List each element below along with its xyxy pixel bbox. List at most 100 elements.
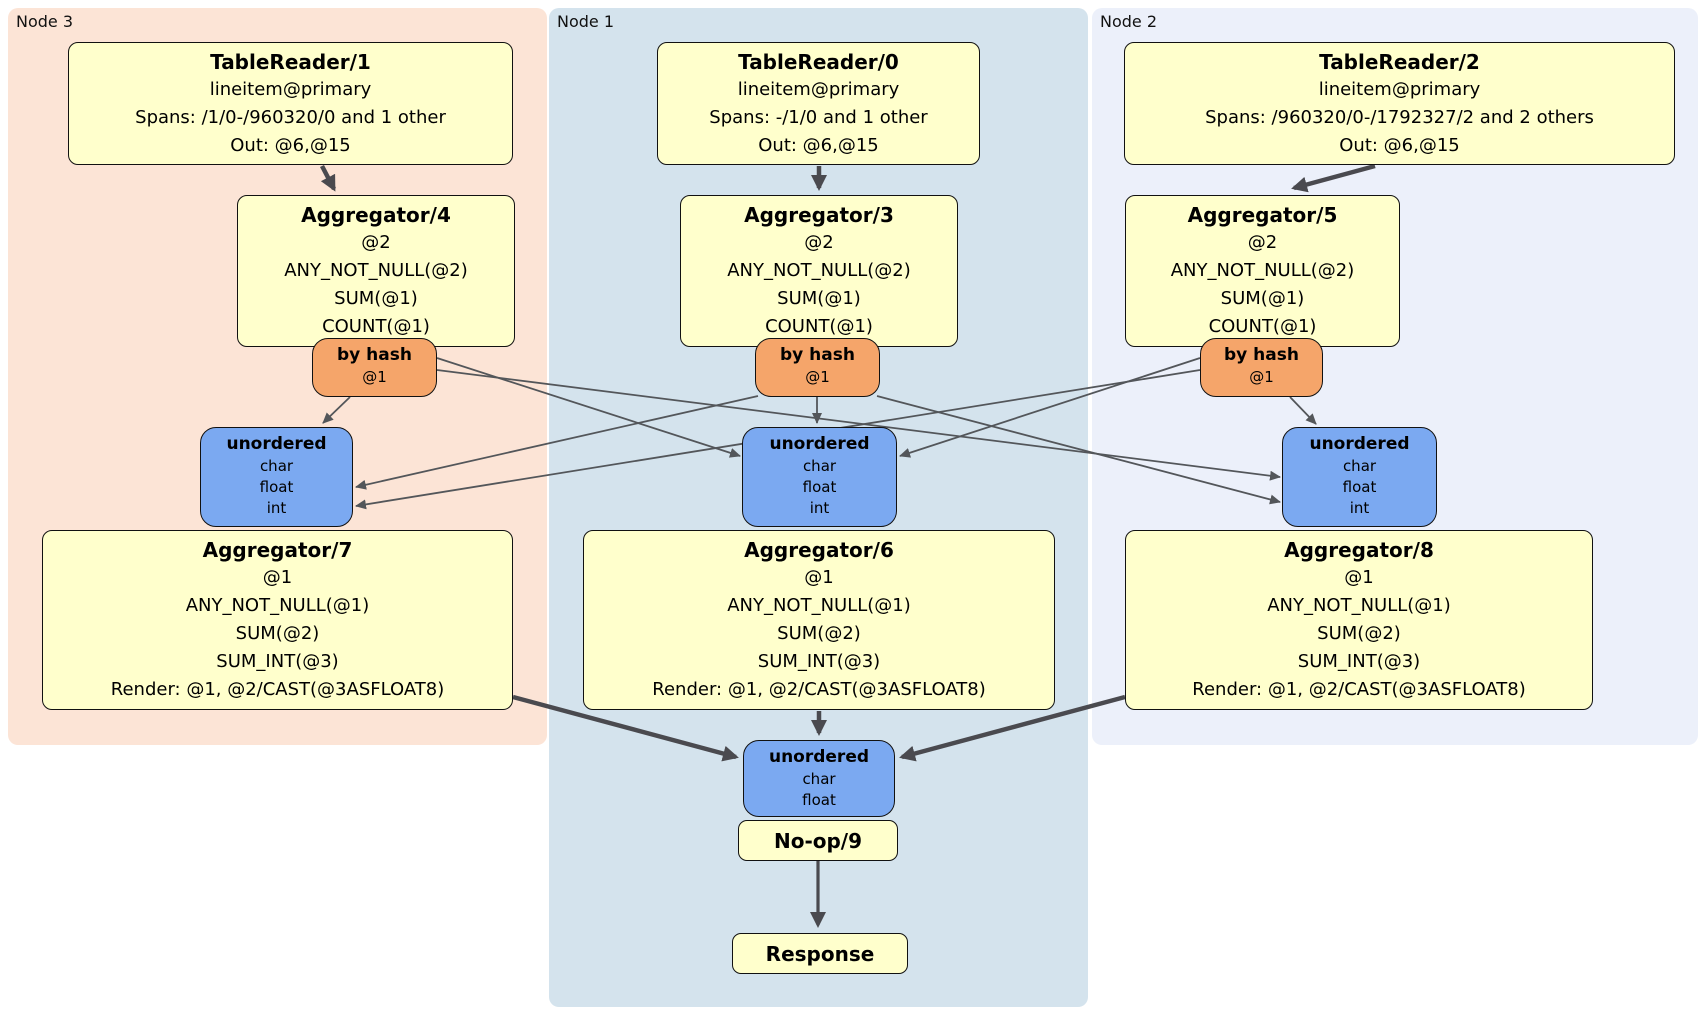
merge-title: unordered [1309,434,1410,454]
operator-detail: ANY_NOT_NULL(@1) [727,595,911,616]
aggregator-6-box: Aggregator/6 @1 ANY_NOT_NULL(@1) SUM(@2)… [583,530,1055,710]
operator-detail: SUM(@1) [334,288,418,309]
router-title: by hash [1224,345,1299,365]
operator-detail: @1 [1344,567,1374,588]
operator-detail: @2 [804,232,834,253]
operator-detail: ANY_NOT_NULL(@1) [185,595,370,616]
merge-column: float [259,478,294,496]
operator-detail: @1 [262,567,293,588]
noop-box: No-op/9 [738,820,898,861]
aggregator-7-box: Aggregator/7 @1 ANY_NOT_NULL(@1) SUM(@2)… [42,530,513,710]
operator-title: TableReader/1 [210,50,371,74]
aggregator-4-box: Aggregator/4 @2 ANY_NOT_NULL(@2) SUM(@1)… [237,195,515,347]
response-box: Response [732,933,908,974]
merge-column: float [802,478,837,496]
router-title: by hash [780,345,855,365]
operator-detail: Render: @1, @2/CAST(@3ASFLOAT8) [110,679,445,700]
merge-title: unordered [769,434,870,454]
operator-detail: SUM_INT(@3) [757,651,881,672]
edge-agg8-merge [899,694,1126,762]
edge-hash3-merge2 [436,369,1281,481]
router-detail: @1 [805,368,830,386]
router-title: by hash [337,345,412,365]
operator-detail: SUM(@1) [777,288,861,309]
edge-tr1-agg4 [320,164,336,192]
operator-detail: Spans: /960320/0-/1792327/2 and 2 others [1205,107,1594,128]
hash-router-node1: by hash @1 [755,338,880,397]
merge-title: unordered [768,747,870,767]
merge-column: char [802,457,837,475]
operator-title: TableReader/2 [1319,50,1480,74]
edge-hash2-merge1 [899,357,1201,458]
operator-detail: Render: @1, @2/CAST(@3ASFLOAT8) [652,679,986,700]
table-reader-0-box: TableReader/0 lineitem@primary Spans: -/… [657,42,980,165]
hash-router-node2: by hash @1 [1200,338,1323,397]
operator-detail: @2 [361,232,391,253]
operator-detail: Render: @1, @2/CAST(@3ASFLOAT8) [1192,679,1526,700]
operator-detail: ANY_NOT_NULL(@2) [727,260,911,281]
operator-detail: @2 [1247,232,1278,253]
edge-hash2-merge2 [1289,396,1317,425]
operator-title: Aggregator/8 [1284,538,1434,562]
operator-title: Aggregator/5 [1187,203,1338,227]
merge-node1: unordered char float int [742,427,897,527]
operator-detail: SUM(@2) [777,623,861,644]
edge-hash1-merge2 [876,395,1281,505]
operator-detail: COUNT(@1) [765,316,873,337]
operator-detail: Out: @6,@15 [230,135,351,156]
operator-title: No-op/9 [773,828,863,853]
operator-detail: lineitem@primary [209,79,372,100]
aggregator-5-box: Aggregator/5 @2 ANY_NOT_NULL(@2) SUM(@1)… [1125,195,1400,347]
operator-title: TableReader/0 [738,50,899,74]
operator-detail: @1 [804,567,834,588]
operator-detail: Spans: -/1/0 and 1 other [709,107,928,128]
edge-agg7-merge [512,694,739,762]
merge-column: float [1342,478,1377,496]
aggregator-3-box: Aggregator/3 @2 ANY_NOT_NULL(@2) SUM(@1)… [680,195,958,347]
operator-detail: lineitem@primary [737,79,900,100]
operator-title: Aggregator/3 [744,203,894,227]
edge-hash3-merge1 [436,357,741,458]
operator-detail: ANY_NOT_NULL(@1) [1267,595,1451,616]
merge-column: int [809,499,830,517]
router-detail: @1 [362,368,387,386]
merge-column: int [266,499,287,517]
edge-tr2-agg5 [1291,163,1376,193]
operator-title: Aggregator/4 [301,203,451,227]
edge-hash3-merge3 [322,396,351,424]
merge-column: char [802,770,836,788]
node3-label: Node 3 [16,12,74,31]
hash-router-node3: by hash @1 [312,338,437,397]
merge-column: char [1342,457,1377,475]
merge-column: float [802,791,836,809]
node2-label: Node 2 [1100,12,1158,31]
table-reader-2-box: TableReader/2 lineitem@primary Spans: /9… [1124,42,1675,165]
operator-detail: ANY_NOT_NULL(@2) [284,260,468,281]
operator-title: Aggregator/7 [202,538,353,562]
table-reader-1-box: TableReader/1 lineitem@primary Spans: /1… [68,42,513,165]
operator-detail: SUM_INT(@3) [216,651,339,672]
aggregator-8-box: Aggregator/8 @1 ANY_NOT_NULL(@1) SUM(@2)… [1125,530,1593,710]
final-merge: unordered char float [743,740,895,817]
router-detail: @1 [1249,368,1274,386]
operator-title: Aggregator/6 [744,538,894,562]
operator-title: Response [765,941,875,966]
operator-detail: SUM_INT(@3) [1297,651,1421,672]
operator-detail: Out: @6,@15 [758,135,879,156]
operator-detail: SUM(@1) [1220,288,1305,309]
edge-hash1-merge3 [355,395,759,490]
operator-detail: SUM(@2) [1317,623,1401,644]
operator-detail: COUNT(@1) [1208,316,1317,337]
merge-node2: unordered char float int [1282,427,1437,527]
merge-column: int [1349,499,1370,517]
operator-detail: Spans: /1/0-/960320/0 and 1 other [135,107,446,128]
merge-node3: unordered char float int [200,427,353,527]
node1-label: Node 1 [557,12,615,31]
operator-detail: Out: @6,@15 [1339,135,1460,156]
operator-detail: ANY_NOT_NULL(@2) [1170,260,1355,281]
merge-title: unordered [226,434,327,454]
operator-detail: COUNT(@1) [322,316,430,337]
merge-column: char [259,457,294,475]
operator-detail: lineitem@primary [1318,79,1481,100]
